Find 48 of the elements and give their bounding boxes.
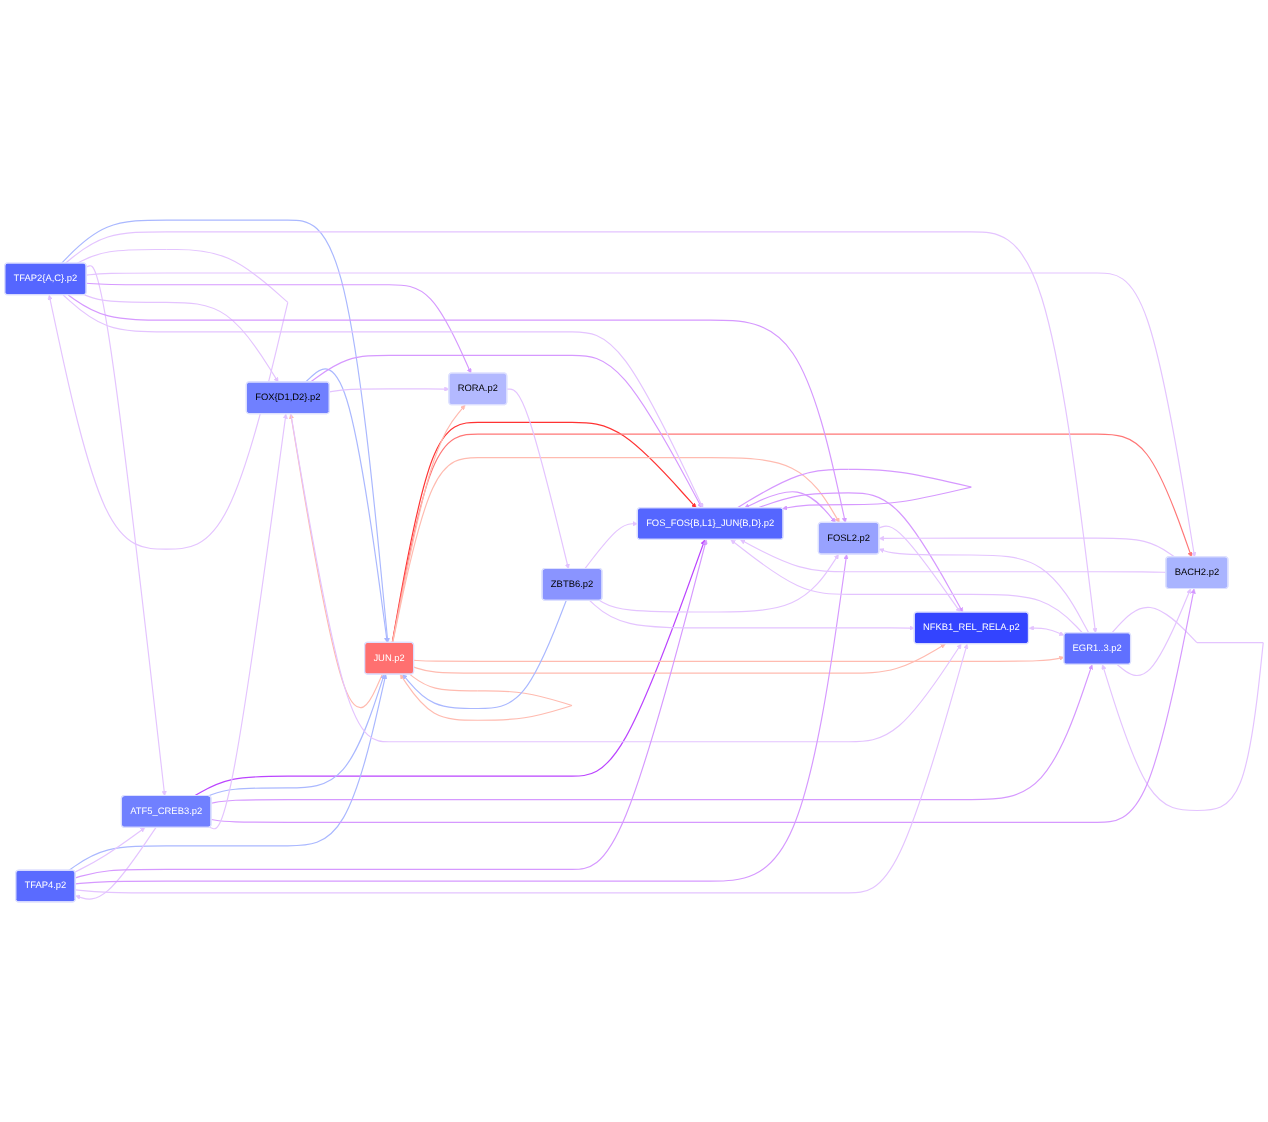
arrow bbox=[413, 643, 946, 674]
arrow bbox=[391, 421, 697, 644]
arrow bbox=[60, 219, 390, 643]
arrow bbox=[391, 433, 1193, 644]
arrow bbox=[74, 643, 969, 894]
arrow bbox=[584, 521, 638, 570]
arrow bbox=[736, 468, 972, 511]
arrow bbox=[1101, 606, 1264, 812]
arrow bbox=[730, 539, 1084, 634]
arrow bbox=[83, 294, 279, 383]
arrow bbox=[506, 388, 570, 569]
arrow bbox=[85, 272, 1197, 558]
arrow bbox=[1028, 625, 1065, 636]
arrow bbox=[75, 827, 157, 900]
arrow bbox=[391, 404, 466, 644]
arrow bbox=[878, 535, 1176, 558]
arrow bbox=[47, 248, 289, 550]
arrow bbox=[74, 539, 708, 879]
arrow bbox=[85, 282, 472, 374]
arrow bbox=[309, 354, 703, 509]
arrow bbox=[85, 265, 167, 797]
arrow bbox=[67, 294, 847, 523]
arrow bbox=[740, 539, 1167, 573]
arrow bbox=[64, 231, 1098, 634]
arrow bbox=[194, 539, 706, 797]
arrow bbox=[290, 413, 962, 743]
arrow bbox=[402, 599, 567, 710]
arrow bbox=[209, 413, 288, 830]
arrow bbox=[288, 413, 383, 709]
arrow bbox=[210, 588, 1196, 823]
arrow bbox=[744, 491, 836, 523]
arrow bbox=[599, 554, 839, 613]
arrow bbox=[1116, 588, 1192, 677]
arrow bbox=[304, 368, 390, 643]
arrow bbox=[413, 655, 1065, 662]
arrow bbox=[210, 664, 1094, 804]
arrow bbox=[399, 673, 573, 721]
arrow bbox=[878, 525, 961, 613]
arrow bbox=[392, 457, 840, 644]
arrow bbox=[878, 548, 1090, 634]
arrow bbox=[68, 674, 388, 872]
arrow bbox=[208, 674, 386, 797]
arrow bbox=[589, 599, 915, 631]
arrow bbox=[74, 827, 146, 873]
arrow bbox=[74, 554, 849, 885]
arrow bbox=[329, 386, 450, 393]
arrow bbox=[62, 294, 704, 509]
arrow bbox=[756, 492, 964, 613]
